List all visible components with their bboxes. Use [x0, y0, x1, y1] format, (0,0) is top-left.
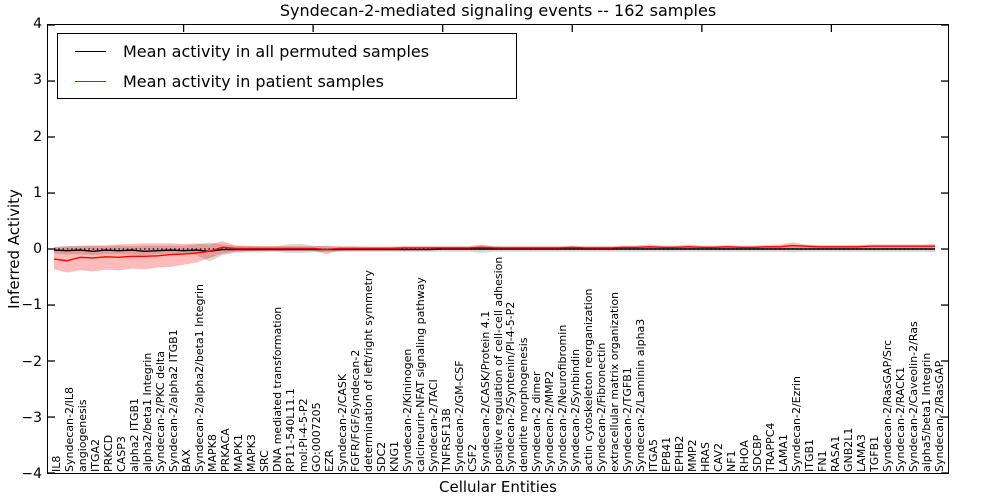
x-tick-label: EZR — [322, 449, 336, 472]
patient-mean-line — [53, 244, 936, 262]
x-tick-label: alpha2 ITGB1 — [127, 397, 141, 472]
x-tick-label: dendrite morphogenesis — [517, 337, 531, 472]
x-tick-label: Syndecan-2/Laminin alpha3 — [634, 318, 648, 472]
x-tick-label: positive regulation of cell-cell adhesio… — [491, 256, 505, 472]
y-tick-label: −2 — [21, 353, 42, 370]
x-tick-label: Syndecan-2/TACI — [426, 379, 440, 472]
x-tick-label: Syndecan-2/RasGAP/Src — [881, 339, 895, 472]
legend-label-patient: Mean activity in patient samples — [123, 71, 384, 91]
x-tick-label: PRKACA — [218, 428, 232, 472]
x-tick-label: HRAS — [699, 442, 713, 472]
x-tick-label: Syndecan-2/GM-CSF — [452, 360, 466, 472]
x-tick-label: Syndecan-2 dimer — [530, 371, 544, 472]
x-tick-label: LAMA1 — [777, 434, 791, 472]
x-tick-label: EPB41 — [660, 436, 674, 472]
x-tick-label: Syndecan-2/alpha2 ITGB1 — [166, 329, 180, 472]
y-tick-label: 4 — [33, 16, 42, 32]
x-tick-label: CASP3 — [114, 436, 128, 472]
x-tick-label: CSF2 — [465, 444, 479, 472]
x-tick-label: Syndecan-2/Kininogen — [400, 348, 414, 472]
x-axis-label: Cellular Entities — [439, 478, 557, 496]
x-tick-label: FN1 — [816, 450, 830, 472]
x-tick-label: Syndecan-2/Ezrin — [790, 376, 804, 472]
y-tick-label: 0 — [33, 241, 42, 257]
x-tick-label: actin cytoskeleton reorganization — [582, 288, 596, 472]
x-tick-label: Syndecan-2/MMP2 — [543, 370, 557, 472]
permuted-line-sample-icon — [75, 50, 106, 52]
x-tick-label: ITGA2 — [88, 438, 102, 472]
x-tick-label: Syndecan-2/Synbindin — [569, 348, 583, 472]
legend: Mean activity in all permuted samples Me… — [57, 33, 517, 99]
x-tick-label: TNFRSF13B — [439, 408, 453, 472]
x-tick-label: IL8 — [50, 455, 63, 472]
x-tick-label: RHOA — [738, 440, 752, 472]
x-tick-label: BAX — [179, 449, 193, 472]
y-tick-label: 2 — [33, 128, 42, 145]
x-tick-label: TRAPPC4 — [764, 422, 778, 472]
y-tick-label: −3 — [21, 409, 42, 426]
x-tick-label: ITGA5 — [647, 438, 661, 472]
x-tick-label: DNA mediated transformation — [270, 306, 284, 472]
x-tick-label: mol:PI-4-5-P2 — [296, 398, 310, 472]
legend-item-patient: Mean activity in patient samples — [58, 66, 516, 96]
x-tick-label: Syndecan-2/TGFB1 — [621, 367, 635, 472]
x-tick-label: CAV2 — [712, 442, 726, 472]
x-tick-label: Syndecan-2/PKC delta — [153, 351, 167, 472]
x-tick-label: Syndecan-2/CASK/Protein 4.1 — [478, 310, 492, 472]
x-tick-label: calcineurin-NFAT signaling pathway — [413, 277, 427, 472]
x-tick-label: angiogenesis — [75, 399, 89, 473]
x-tick-label: Syndecan-2/CASK — [335, 373, 349, 472]
x-tick-label: MAPK8 — [205, 434, 219, 472]
patient-line-sample-icon — [75, 80, 106, 82]
y-tick-label: 1 — [33, 184, 42, 201]
x-tick-label: Syndecan-2/RasGAP — [933, 360, 946, 472]
x-tick-label: RASA1 — [829, 435, 843, 472]
x-tick-label: FGFR/FGF/Syndecan-2 — [348, 349, 362, 472]
y-tick-label: −1 — [21, 297, 42, 314]
x-tick-label: alpha2/beta1 Integrin — [140, 352, 154, 472]
x-tick-label: Syndecan-2/Fibronectin — [595, 342, 609, 472]
plot-canvas — [48, 25, 948, 473]
y-tick-label: −4 — [21, 466, 42, 482]
x-tick-label: extracellular matrix organization — [608, 291, 622, 472]
x-tick-label: Syndecan-2/Syntenin/PI-4-5-P2 — [504, 301, 518, 472]
x-tick-label: NF1 — [725, 450, 739, 472]
x-tick-label: ITGB1 — [803, 438, 817, 472]
x-tick-label: alpha5/beta1 Integrin — [920, 352, 933, 472]
x-tick-label: GO:0007205 — [309, 402, 323, 472]
x-tick-label: SDC2 — [374, 441, 388, 472]
x-tick-label: RP11-540L11.1 — [283, 388, 297, 472]
x-tick-label: MAPK1 — [231, 434, 245, 472]
x-tick-label: SRC — [257, 450, 271, 472]
permuted-mean-line — [53, 248, 936, 252]
x-tick-label: LAMA3 — [855, 434, 869, 472]
x-tick-label: Syndecan-2/IL8 — [62, 386, 76, 472]
legend-label-permuted: Mean activity in all permuted samples — [123, 41, 430, 61]
x-tick-label: TGFB1 — [868, 435, 882, 472]
axis-ticks — [48, 25, 948, 473]
x-tick-label: determination of left/right symmetry — [361, 270, 375, 472]
x-tick-label: KNG1 — [387, 441, 401, 472]
x-tick-label: EPHB2 — [673, 435, 687, 472]
x-tick-label: PRKCD — [101, 434, 115, 472]
x-tick-label: MMP2 — [686, 439, 700, 472]
chart-title: Syndecan-2-mediated signaling events -- … — [279, 1, 717, 20]
x-tick-label: GNB2L1 — [842, 427, 856, 472]
x-tick-label: Syndecan-2/Caveolin-2/Ras — [907, 321, 921, 472]
x-tick-label: Syndecan-2/RACK1 — [894, 366, 908, 472]
x-tick-label: MAPK3 — [244, 434, 258, 472]
legend-item-permuted: Mean activity in all permuted samples — [58, 36, 516, 66]
plot-area — [47, 24, 949, 474]
x-tick-label: Syndecan-2/Neurofibromin — [556, 324, 570, 472]
x-tick-label: SDCBP — [751, 434, 765, 472]
x-tick-label: Syndecan-2/alpha2/beta1 Integrin — [192, 284, 206, 472]
y-tick-label: 3 — [33, 72, 42, 89]
